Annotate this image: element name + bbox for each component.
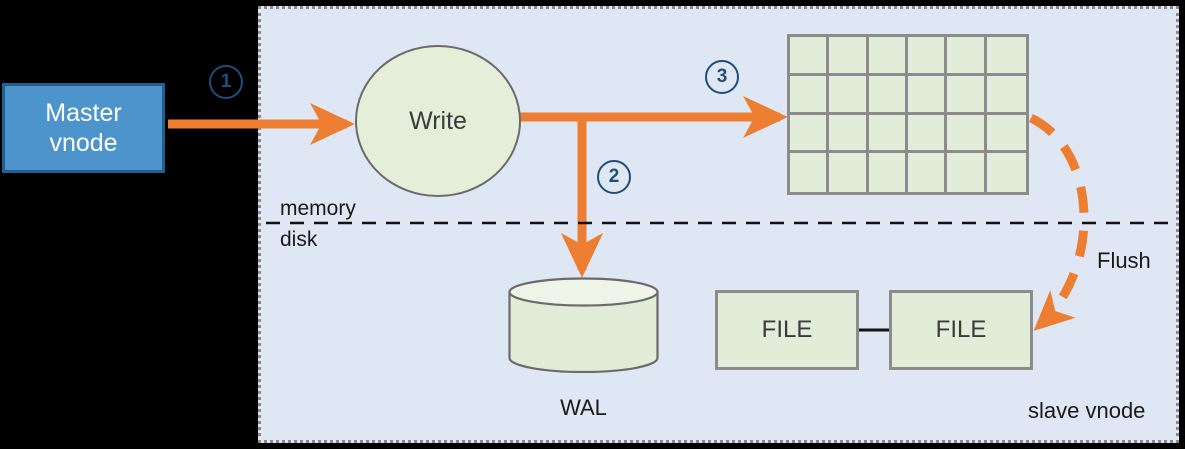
memtable-cell — [790, 153, 830, 192]
step-marker-1: 1 — [209, 65, 243, 99]
memtable-cell — [868, 114, 908, 154]
memtable-grid[interactable] — [787, 34, 1029, 195]
file-box-2[interactable]: FILE — [889, 290, 1033, 370]
memtable-cell — [829, 114, 869, 154]
memtable-cell — [829, 153, 869, 192]
memtable-cell — [868, 37, 908, 76]
memtable-cell — [986, 37, 1026, 76]
slave-vnode-label: slave vnode — [1028, 398, 1146, 423]
memtable-cell — [829, 37, 869, 76]
disk-label: disk — [280, 228, 318, 251]
memtable-cell — [907, 153, 948, 192]
memtable-cell — [907, 37, 948, 76]
memtable-cell — [986, 75, 1026, 115]
memtable-cell — [790, 114, 830, 154]
write-node[interactable]: Write — [355, 45, 521, 197]
file-box-1[interactable]: FILE — [715, 290, 859, 370]
memtable-cell — [947, 153, 987, 192]
memtable-cell — [986, 114, 1026, 154]
flush-label: Flush — [1097, 248, 1151, 273]
memtable-cell — [947, 114, 987, 154]
master-vnode-box[interactable]: Master vnode — [2, 83, 165, 173]
memtable-cell — [907, 114, 948, 154]
memtable-cell — [790, 37, 830, 76]
memtable-cell — [790, 75, 830, 115]
memtable-cell — [868, 75, 908, 115]
memtable-cell — [947, 75, 987, 115]
memtable-cell — [947, 37, 987, 76]
memory-label: memory — [280, 197, 356, 220]
wal-label: WAL — [560, 395, 607, 420]
memtable-cell — [868, 153, 908, 192]
memtable-cell — [829, 75, 869, 115]
step-marker-3: 3 — [705, 60, 739, 94]
step-marker-2: 2 — [597, 160, 631, 194]
wal-cylinder[interactable] — [508, 277, 659, 373]
memtable-cell — [907, 75, 948, 115]
memtable-cell — [986, 153, 1026, 192]
